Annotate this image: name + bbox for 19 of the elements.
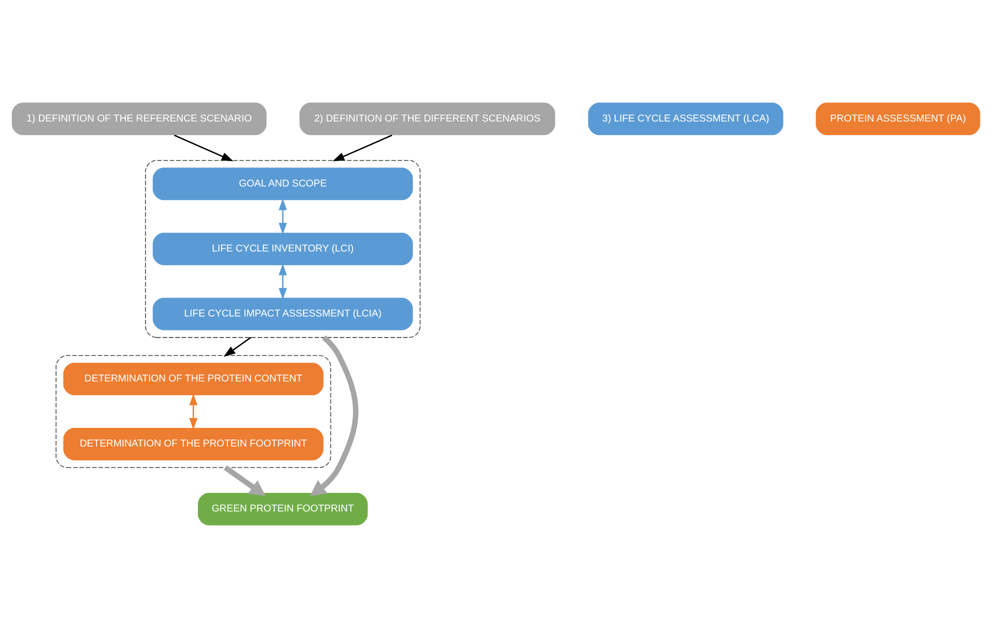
node-box: GOAL AND SCOPE [152, 168, 413, 200]
arrow [310, 335, 358, 496]
arrow [278, 263, 287, 300]
cluster [56, 355, 332, 468]
arrow [189, 394, 198, 430]
arrow [174, 134, 234, 162]
node-box: 2) DEFINITION OF THE DIFFERENT SCENARIOS [300, 102, 556, 136]
node-box: LIFE CYCLE IMPACT ASSESSMENT (LCIA) [152, 298, 413, 330]
node-box: GREEN PROTEIN FOOTPRINT [198, 492, 368, 526]
arrow [224, 336, 252, 357]
cluster [145, 160, 421, 338]
arrow [332, 134, 392, 162]
node-box: DETERMINATION OF THE PROTEIN CONTENT [63, 362, 324, 396]
node-box: LIFE CYCLE INVENTORY (LCI) [152, 232, 413, 266]
node-box: DETERMINATION OF THE PROTEIN FOOTPRINT [63, 428, 324, 460]
node-box: 1) DEFINITION OF THE REFERENCE SCENARIO [12, 102, 267, 136]
arrow [278, 198, 287, 235]
node-box: PROTEIN ASSESSMENT (PA) [816, 102, 980, 136]
node-box: 3) LIFE CYCLE ASSESSMENT (LCA) [588, 102, 784, 136]
